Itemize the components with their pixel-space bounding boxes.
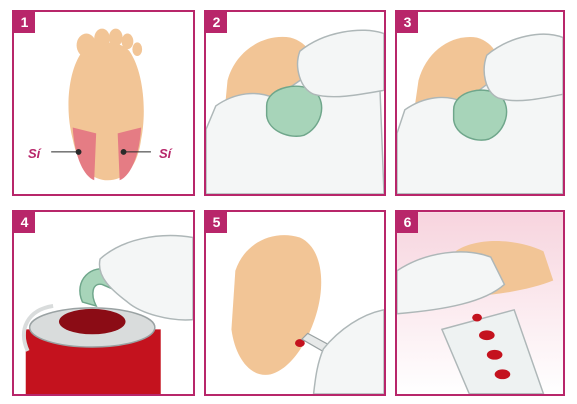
site-label-left: Sí	[28, 146, 40, 161]
step-6-number: 6	[397, 212, 418, 233]
step-4-panel: 4	[12, 210, 195, 396]
label-left-dot	[76, 149, 82, 155]
toe-2	[94, 29, 110, 49]
step-5-number: 5	[206, 212, 227, 233]
toe-1	[77, 34, 97, 57]
site-label-right: Sí	[159, 146, 171, 161]
upper-glove-icon	[484, 34, 563, 100]
toe-5	[132, 42, 142, 56]
step-5-panel: 5	[204, 210, 386, 396]
label-right-dot	[121, 149, 127, 155]
warming-step-illustration	[206, 12, 384, 194]
foot-icon	[231, 235, 321, 375]
blood-spot-3	[495, 369, 511, 379]
gloved-hand-icon	[99, 236, 193, 320]
disposal-step-illustration	[14, 212, 193, 394]
blood-spot-2	[487, 350, 503, 360]
step-2-panel: 2	[204, 10, 386, 196]
step-2-number: 2	[206, 12, 227, 33]
toe-4	[122, 34, 134, 50]
pack-wrap-illustration	[397, 12, 563, 194]
step-4-number: 4	[14, 212, 35, 233]
puncture-step-illustration	[206, 212, 384, 394]
step-6-panel: 6	[395, 210, 565, 396]
blood-collection-illustration	[397, 212, 563, 394]
foot-sole-illustration	[14, 12, 193, 194]
step-3-panel: 3	[395, 10, 565, 196]
step-1-number: 1	[14, 12, 35, 33]
upper-glove-icon	[298, 30, 384, 96]
blood-drop-icon	[472, 314, 482, 322]
toe-3	[109, 29, 123, 47]
gloved-hand-icon	[314, 310, 384, 394]
heel-zone-left	[73, 127, 96, 180]
container-opening-icon	[59, 309, 126, 334]
step-1-panel: 1 Sí Sí	[12, 10, 195, 196]
blood-spot-1	[479, 330, 495, 340]
step-3-number: 3	[397, 12, 418, 33]
